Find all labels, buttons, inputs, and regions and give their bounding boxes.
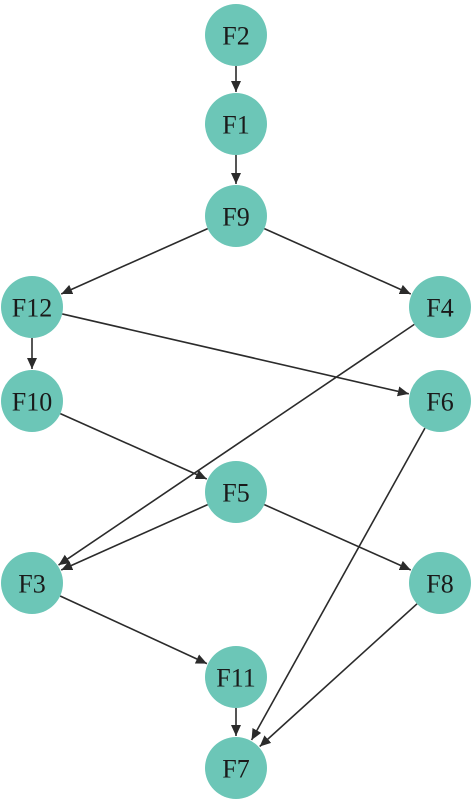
node-circle xyxy=(205,737,267,799)
node-label: F7 xyxy=(222,755,249,784)
node-f9: F9 xyxy=(205,185,267,247)
edge-f9-to-f4 xyxy=(263,227,412,295)
node-circle xyxy=(409,276,471,338)
node-label: F5 xyxy=(222,479,249,508)
node-label: F11 xyxy=(216,664,256,693)
edge-f9-to-f12 xyxy=(60,227,209,295)
edge-f8-to-f7 xyxy=(259,603,418,748)
edge-f12-to-f6 xyxy=(62,313,409,397)
node-f11: F11 xyxy=(205,646,267,708)
edge-f5-to-f8 xyxy=(263,503,412,571)
node-label: F3 xyxy=(18,570,45,599)
node-f12: F12 xyxy=(1,276,63,338)
node-label: F12 xyxy=(12,294,52,323)
node-circle xyxy=(205,185,267,247)
node-circle xyxy=(1,552,63,614)
node-circle xyxy=(1,370,63,432)
edge-f6-to-f7 xyxy=(250,427,426,741)
edge-f5-to-f3 xyxy=(60,503,209,571)
node-f3: F3 xyxy=(1,552,63,614)
node-f10: F10 xyxy=(1,370,63,432)
node-label: F8 xyxy=(426,570,453,599)
node-circle xyxy=(205,461,267,523)
node-label: F2 xyxy=(222,22,249,51)
node-f8: F8 xyxy=(409,552,471,614)
node-label: F4 xyxy=(426,294,453,323)
node-f1: F1 xyxy=(205,93,267,155)
node-circle xyxy=(205,4,267,66)
edges-layer xyxy=(27,66,426,748)
node-f4: F4 xyxy=(409,276,471,338)
node-label: F9 xyxy=(222,203,249,232)
edge-f4-to-f3 xyxy=(58,323,415,566)
node-label: F6 xyxy=(426,388,453,417)
node-f5: F5 xyxy=(205,461,267,523)
node-circle xyxy=(205,646,267,708)
node-f2: F2 xyxy=(205,4,267,66)
node-circle xyxy=(205,93,267,155)
edge-f3-to-f11 xyxy=(59,595,208,665)
node-f6: F6 xyxy=(409,370,471,432)
node-circle xyxy=(409,552,471,614)
edge-f10-to-f5 xyxy=(59,412,208,480)
node-circle xyxy=(1,276,63,338)
node-circle xyxy=(409,370,471,432)
node-f7: F7 xyxy=(205,737,267,799)
node-label: F1 xyxy=(222,111,249,140)
node-label: F10 xyxy=(12,388,52,417)
